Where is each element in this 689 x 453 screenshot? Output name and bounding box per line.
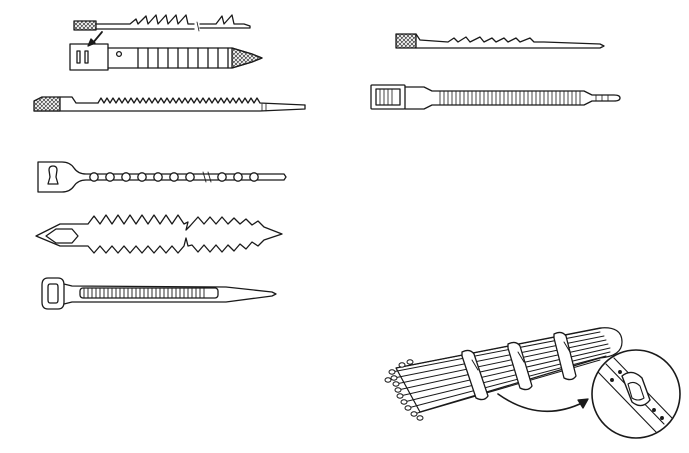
ball-chain-tie: [37, 161, 287, 193]
arrowhead-barbed-tie: [35, 214, 283, 254]
bundle-tie-bands: [461, 331, 577, 401]
chain-balls: [89, 172, 259, 182]
serrated-tie-with-hatched-tail: [33, 96, 306, 112]
ladder-strap-tie: [41, 277, 277, 310]
magnified-detail: [591, 349, 681, 439]
stepped-sawtooth-tie: [69, 14, 263, 71]
cable-bundle-illustration: [384, 327, 681, 439]
wire-ends: [384, 359, 424, 421]
right-serrated-tie: [395, 33, 605, 49]
right-ribbed-strap-tie: [370, 84, 621, 110]
